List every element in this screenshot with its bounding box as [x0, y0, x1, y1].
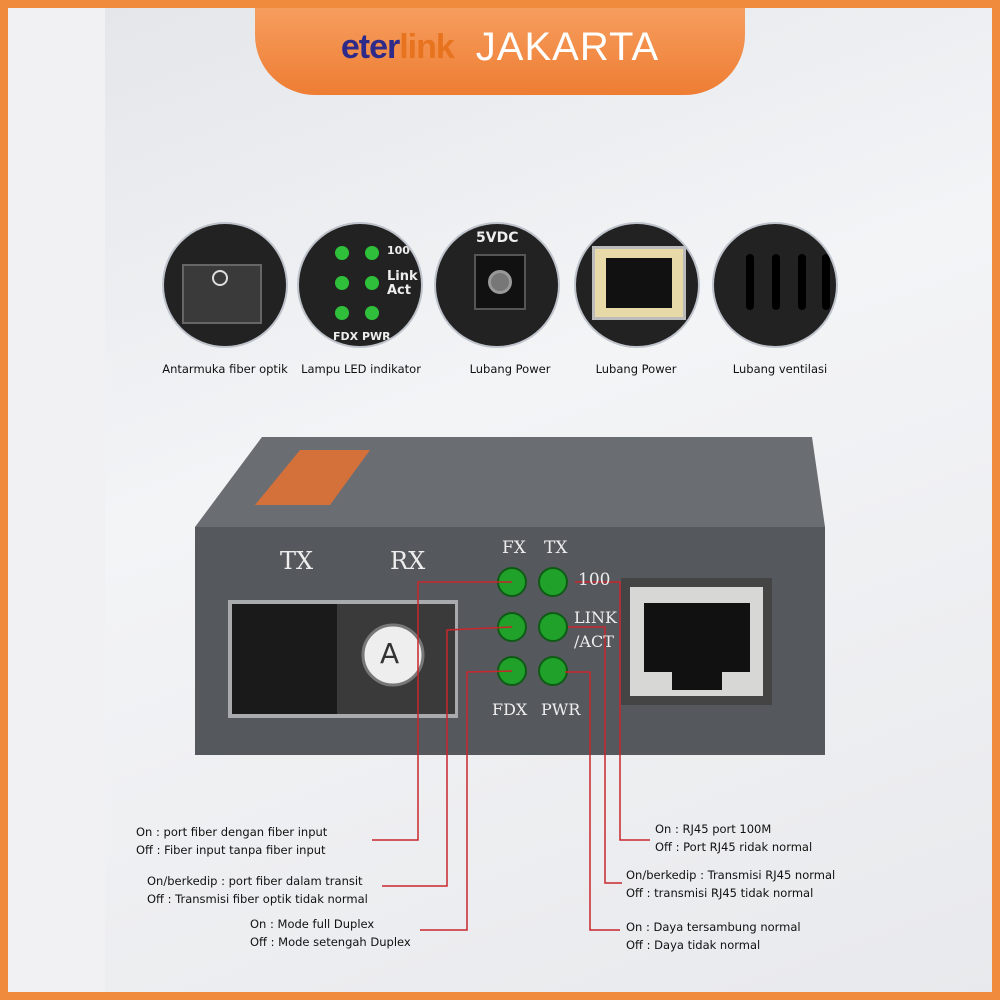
- ventilation-icon: [712, 222, 838, 348]
- brand-logo: eterlink: [340, 28, 455, 66]
- link-label: LINK: [574, 608, 617, 627]
- fiber-port-icon: [162, 222, 288, 348]
- tx-led-label: TX: [544, 538, 568, 558]
- city-title: JAKARTA: [475, 25, 660, 69]
- pwr-label: PWR: [541, 700, 581, 719]
- pwr-text: PWR: [361, 330, 391, 343]
- act-text: Act: [387, 283, 411, 298]
- rj45-port-icon: [574, 222, 700, 348]
- port-letter: A: [380, 637, 400, 670]
- header-banner: eterlink JAKARTA: [255, 0, 745, 95]
- fx-label: FX: [502, 538, 526, 558]
- power-jack-icon: 5VDC: [434, 222, 560, 348]
- port-a-badge: [361, 623, 425, 687]
- callout-lines: [372, 581, 650, 931]
- feature-label: Lubang Power: [469, 362, 551, 376]
- 100-label: 100: [578, 570, 611, 590]
- fdx-text: FDX: [333, 330, 359, 343]
- rx-label: RX: [390, 547, 426, 575]
- fdx-label: FDX: [492, 700, 528, 719]
- device-sticker: [255, 450, 370, 505]
- tx-label: TX: [280, 547, 314, 575]
- link-text: Link: [387, 269, 418, 284]
- feature-label: Lubang ventilasi: [732, 362, 828, 376]
- feature-label: Antarmuka fiber optik: [162, 362, 288, 376]
- feature-label: Lubang Power: [595, 362, 677, 376]
- feature-label: Lampu LED indikator: [301, 362, 421, 376]
- act-label: /ACT: [574, 632, 614, 651]
